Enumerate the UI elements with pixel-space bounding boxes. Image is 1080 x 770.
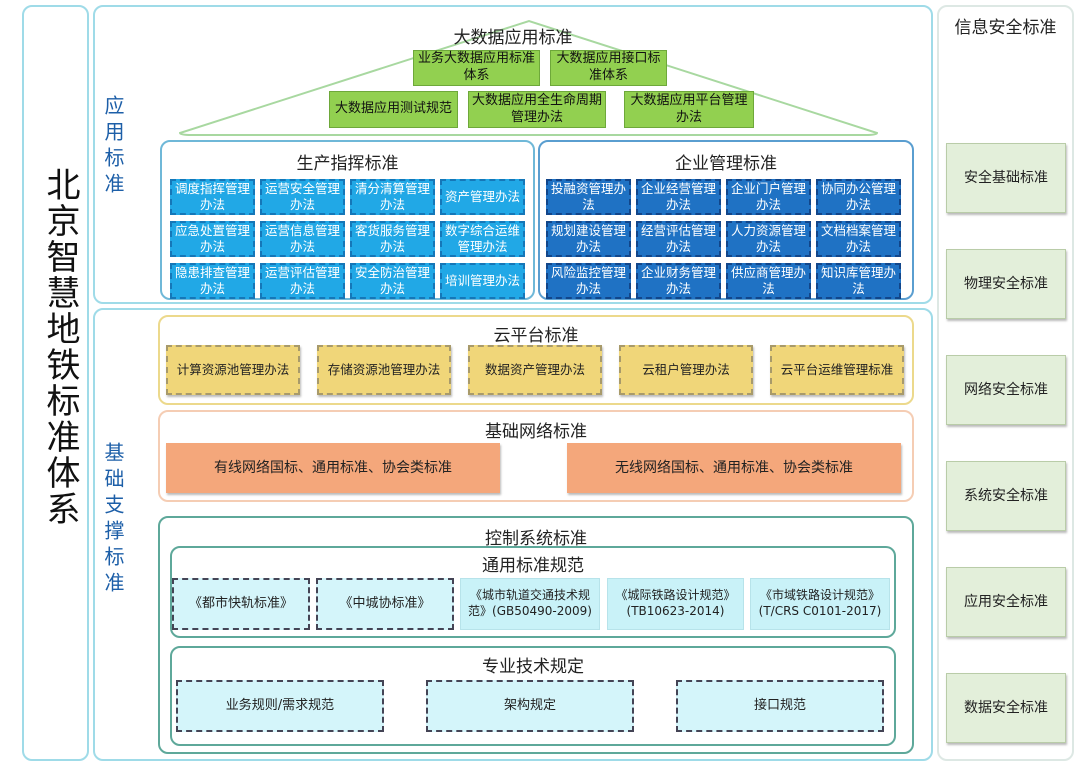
production-item: 数字综合运维管理办法 bbox=[440, 221, 525, 257]
network-title: 基础网络标准 bbox=[485, 422, 587, 442]
cloud-panel: 云平台标准 计算资源池管理办法存储资源池管理办法数据资产管理办法云租户管理办法云… bbox=[158, 315, 914, 405]
cloud-item: 存储资源池管理办法 bbox=[317, 345, 451, 395]
enterprise-item: 企业门户管理办法 bbox=[726, 179, 811, 215]
security-item: 应用安全标准 bbox=[946, 567, 1066, 637]
enterprise-item: 风险监控管理办法 bbox=[546, 263, 631, 299]
technical-spec-item: 业务规则/需求规范 bbox=[176, 680, 384, 732]
general-spec-item: 《市域铁路设计规范》(T/CRS C0101-2017) bbox=[750, 578, 890, 630]
production-item: 清分清算管理办法 bbox=[350, 179, 435, 215]
enterprise-item: 经营评估管理办法 bbox=[636, 221, 721, 257]
production-item: 应急处置管理办法 bbox=[170, 221, 255, 257]
technical-spec-panel: 专业技术规定 业务规则/需求规范架构规定接口规范 bbox=[170, 646, 896, 746]
enterprise-item: 供应商管理办法 bbox=[726, 263, 811, 299]
production-item: 运营信息管理办法 bbox=[260, 221, 345, 257]
enterprise-item: 人力资源管理办法 bbox=[726, 221, 811, 257]
big-data-item: 大数据应用接口标准体系 bbox=[550, 50, 667, 86]
production-item: 安全防治管理办法 bbox=[350, 263, 435, 299]
general-spec-item: 《中城协标准》 bbox=[316, 578, 454, 630]
enterprise-item: 企业财务管理办法 bbox=[636, 263, 721, 299]
general-spec-panel: 通用标准规范 《都市快轨标准》《中城协标准》《城市轨道交通技术规范》(GB504… bbox=[170, 546, 896, 638]
production-title: 生产指挥标准 bbox=[296, 154, 399, 174]
main-title-panel: 北京智慧地铁标准体系 bbox=[22, 5, 89, 761]
technical-spec-title: 专业技术规定 bbox=[482, 657, 584, 677]
application-standards-panel: 应用标准 大数据应用标准 业务大数据应用标准体系大数据应用接口标准体系大数据应用… bbox=[93, 5, 933, 304]
security-title: 信息安全标准 bbox=[954, 18, 1057, 38]
foundation-standards-panel: 基础支撑标准 云平台标准 计算资源池管理办法存储资源池管理办法数据资产管理办法云… bbox=[93, 308, 933, 761]
production-item: 运营评估管理办法 bbox=[260, 263, 345, 299]
network-item: 无线网络国标、通用标准、协会类标准 bbox=[567, 443, 901, 493]
control-panel: 控制系统标准 通用标准规范 《都市快轨标准》《中城协标准》《城市轨道交通技术规范… bbox=[158, 516, 914, 754]
technical-spec-item: 架构规定 bbox=[426, 680, 634, 732]
cloud-title: 云平台标准 bbox=[493, 326, 579, 346]
security-panel: 信息安全标准 安全基础标准物理安全标准网络安全标准系统安全标准应用安全标准数据安… bbox=[937, 5, 1074, 761]
security-item: 安全基础标准 bbox=[946, 143, 1066, 213]
network-panel: 基础网络标准 有线网络国标、通用标准、协会类标准 无线网络国标、通用标准、协会类标… bbox=[158, 410, 914, 502]
enterprise-title: 企业管理标准 bbox=[675, 154, 777, 174]
foundation-label: 基础支撑标准 bbox=[101, 442, 125, 598]
security-item: 数据安全标准 bbox=[946, 673, 1066, 743]
cloud-item: 云平台运维管理标准 bbox=[770, 345, 904, 395]
production-panel: 生产指挥标准 调度指挥管理办法运营安全管理办法清分清算管理办法资产管理办法应急处… bbox=[160, 140, 535, 300]
security-item: 系统安全标准 bbox=[946, 461, 1066, 531]
main-title: 北京智慧地铁标准体系 bbox=[40, 167, 80, 527]
big-data-item: 大数据应用测试规范 bbox=[329, 91, 458, 128]
big-data-title: 大数据应用标准 bbox=[453, 28, 573, 48]
big-data-item: 大数据应用全生命周期管理办法 bbox=[468, 91, 606, 128]
production-item: 运营安全管理办法 bbox=[260, 179, 345, 215]
general-spec-item: 《城市轨道交通技术规范》(GB50490-2009) bbox=[460, 578, 600, 630]
enterprise-item: 企业经营管理办法 bbox=[636, 179, 721, 215]
security-item: 网络安全标准 bbox=[946, 355, 1066, 425]
production-item: 隐患排查管理办法 bbox=[170, 263, 255, 299]
general-spec-item: 《城际铁路设计规范》(TB10623-2014) bbox=[607, 578, 744, 630]
big-data-item: 大数据应用平台管理办法 bbox=[624, 91, 754, 128]
production-item: 调度指挥管理办法 bbox=[170, 179, 255, 215]
enterprise-item: 知识库管理办法 bbox=[816, 263, 901, 299]
general-spec-item: 《都市快轨标准》 bbox=[172, 578, 310, 630]
cloud-item: 数据资产管理办法 bbox=[468, 345, 602, 395]
cloud-item: 云租户管理办法 bbox=[619, 345, 753, 395]
network-item: 有线网络国标、通用标准、协会类标准 bbox=[166, 443, 500, 493]
enterprise-item: 投融资管理办法 bbox=[546, 179, 631, 215]
enterprise-item: 协同办公管理办法 bbox=[816, 179, 901, 215]
cloud-item: 计算资源池管理办法 bbox=[166, 345, 300, 395]
production-item: 客货服务管理办法 bbox=[350, 221, 435, 257]
control-title: 控制系统标准 bbox=[485, 529, 587, 549]
production-item: 资产管理办法 bbox=[440, 179, 525, 215]
production-item: 培训管理办法 bbox=[440, 263, 525, 299]
general-spec-title: 通用标准规范 bbox=[482, 556, 584, 576]
technical-spec-item: 接口规范 bbox=[676, 680, 884, 732]
security-item: 物理安全标准 bbox=[946, 249, 1066, 319]
enterprise-panel: 企业管理标准 投融资管理办法企业经营管理办法企业门户管理办法协同办公管理办法规划… bbox=[538, 140, 914, 300]
big-data-item: 业务大数据应用标准体系 bbox=[413, 50, 540, 86]
enterprise-item: 规划建设管理办法 bbox=[546, 221, 631, 257]
application-label: 应用标准 bbox=[101, 95, 125, 199]
enterprise-item: 文档档案管理办法 bbox=[816, 221, 901, 257]
